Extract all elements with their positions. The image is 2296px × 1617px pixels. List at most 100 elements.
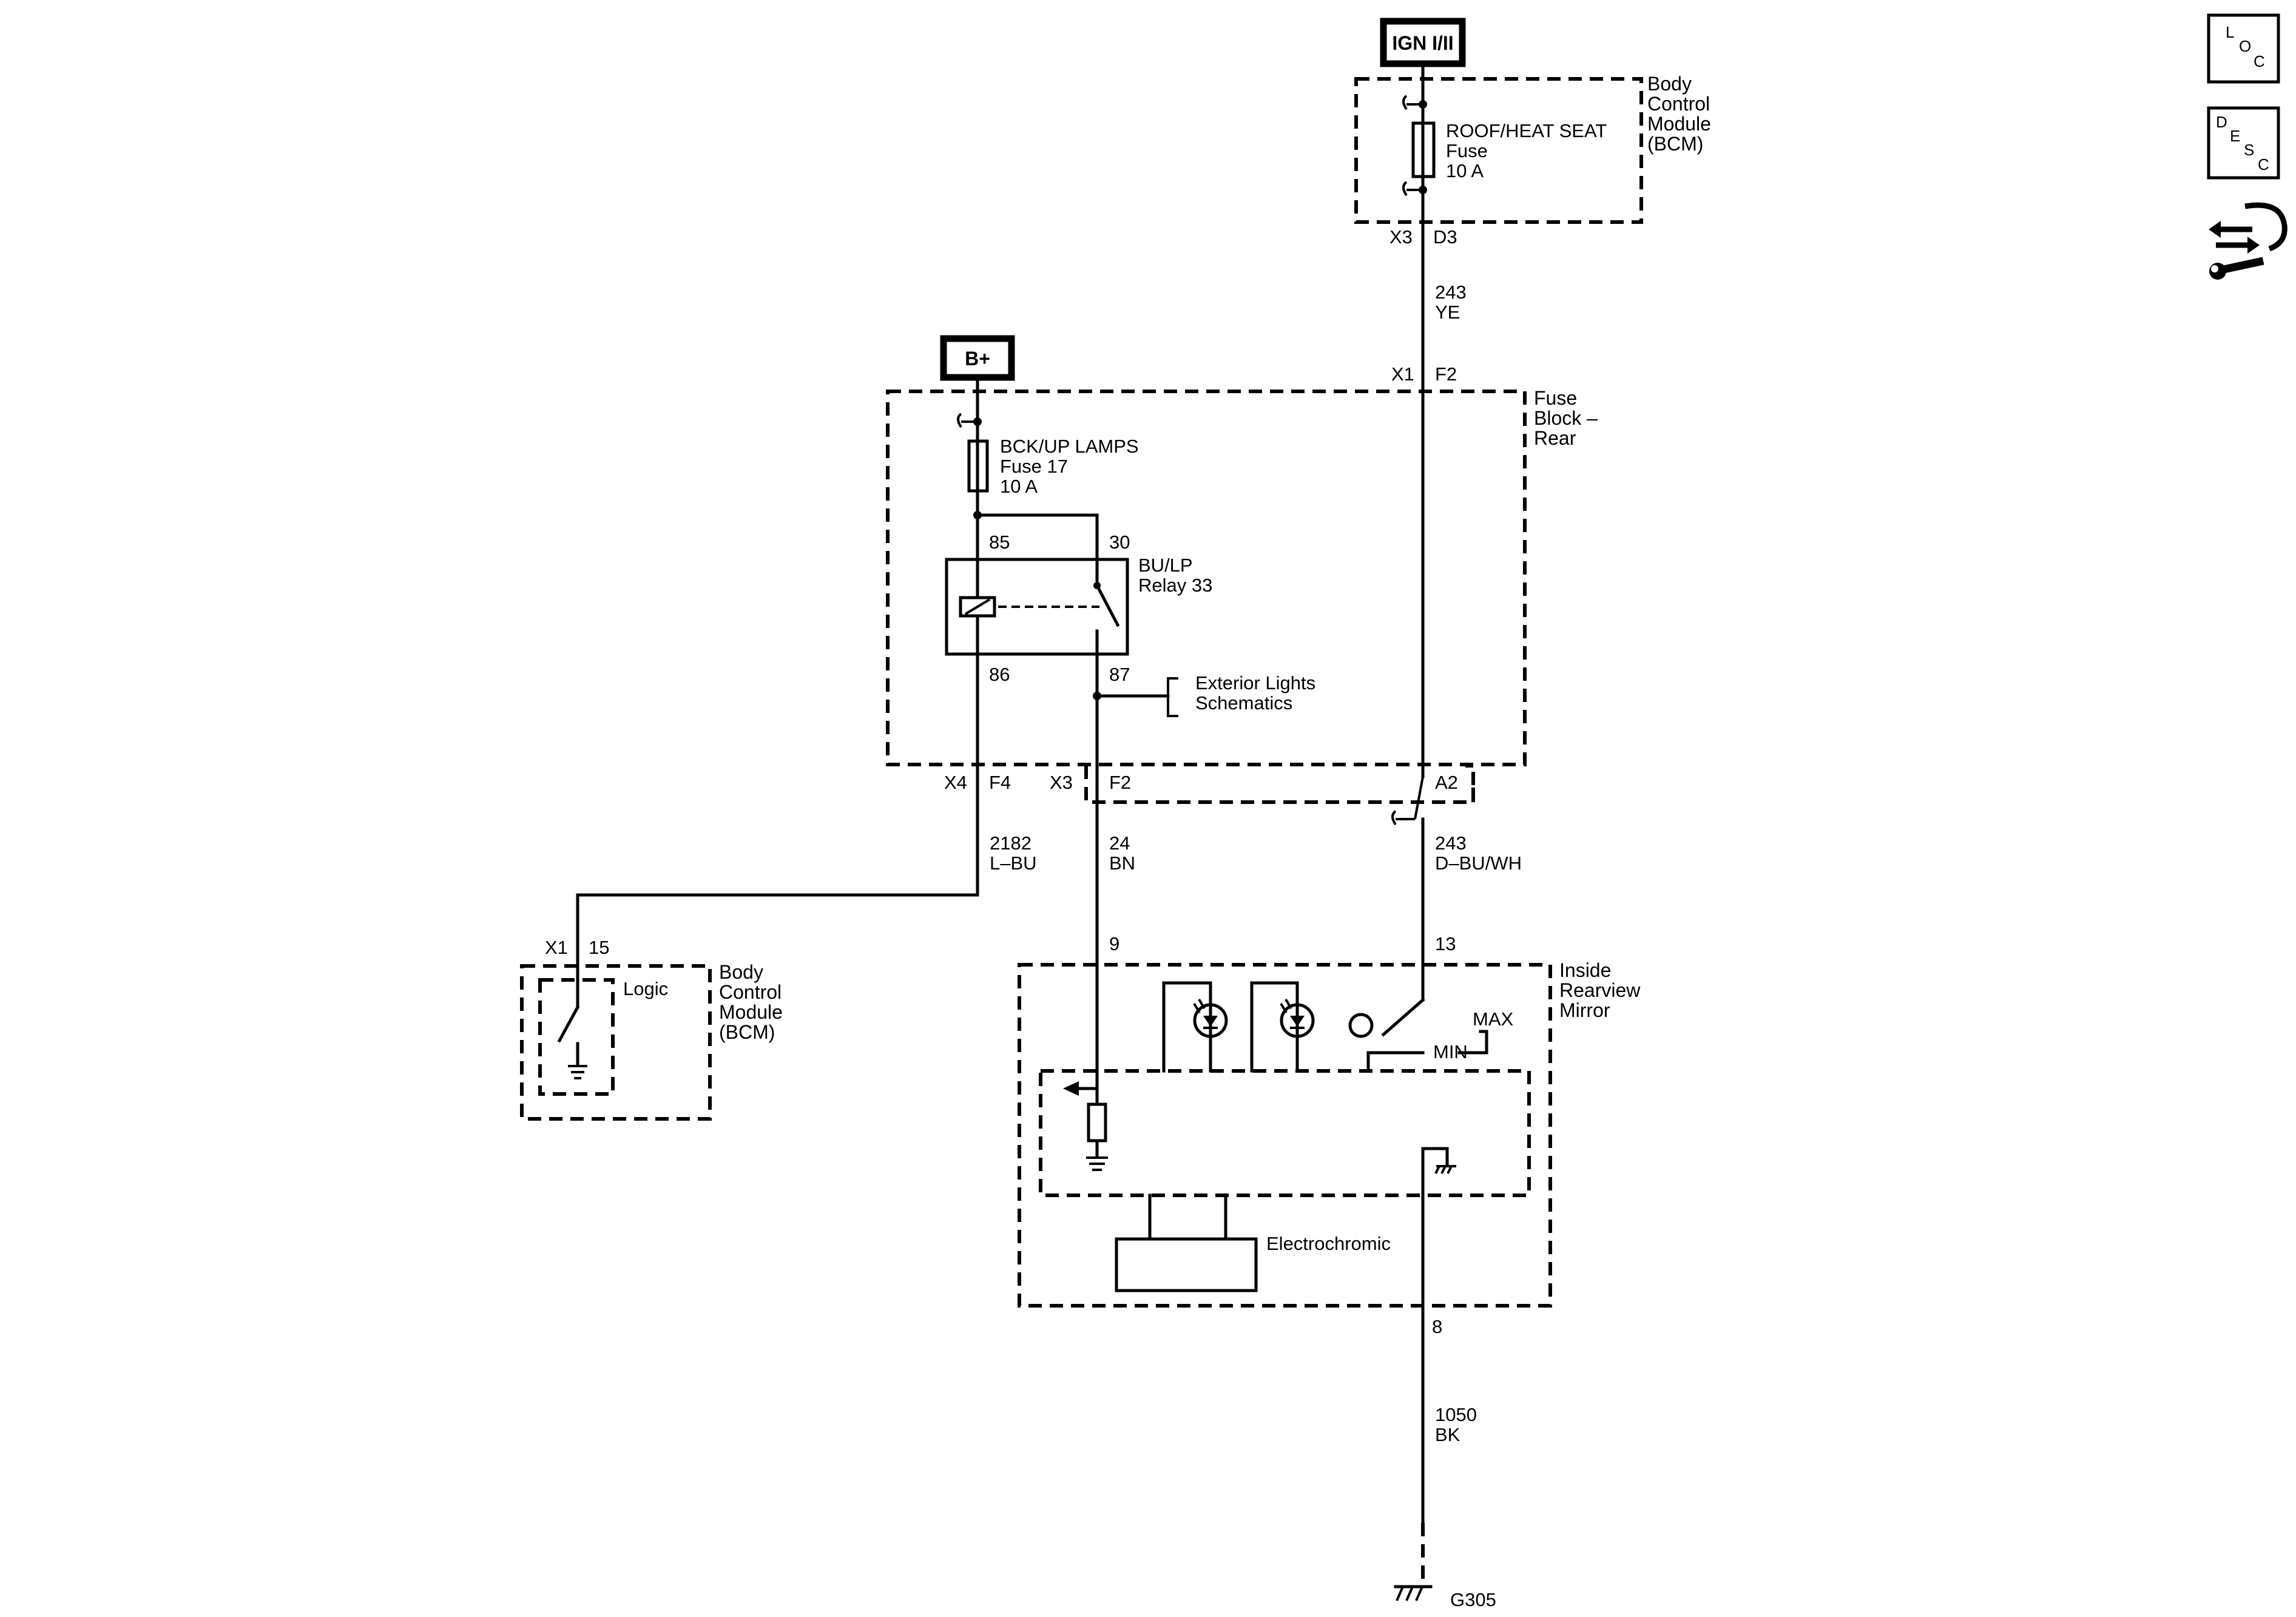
electrochromic-label: Electrochromic <box>1266 1233 1391 1254</box>
bcm-top-boundary <box>1354 77 1643 224</box>
relay-pin-85: 85 <box>989 532 1010 553</box>
chassis-ground-icon <box>1434 1165 1456 1174</box>
wire-243-ye-circuit: 243 <box>1435 282 1467 303</box>
mirror-pin-8: 8 <box>1432 1316 1442 1337</box>
conn-a2: A2 <box>1435 772 1458 793</box>
relay-30-feed <box>976 513 1099 561</box>
relay-pin-86: 86 <box>989 664 1010 685</box>
svg-text:Rear: Rear <box>1534 427 1576 449</box>
wire-2182-color: L–BU <box>990 852 1037 874</box>
glare-sensor-icon <box>1250 981 1315 1073</box>
mirror-title: Inside Rearview Mirror <box>1559 959 1641 1021</box>
wire-1050-circuit: 1050 <box>1435 1404 1477 1425</box>
conn-f4: F4 <box>989 772 1011 793</box>
roof-heat-seat-fuse-label: ROOF/HEAT SEAT Fuse 10 A <box>1446 120 1607 181</box>
relay-pin-30: 30 <box>1109 532 1130 553</box>
bcm-logic-boundary <box>520 964 712 1121</box>
bu-lp-relay <box>945 558 1129 656</box>
mirror-pin-9: 9 <box>1109 933 1119 954</box>
bcm-logic-title: Body Control Module (BCM) <box>719 961 783 1043</box>
svg-text:E: E <box>2230 127 2240 145</box>
svg-text:ROOF/HEAT SEAT: ROOF/HEAT SEAT <box>1446 120 1607 141</box>
wire-243-ye-color: YE <box>1435 302 1460 323</box>
mirror-boundary <box>1018 963 1552 1308</box>
wrench-arrows-icon[interactable] <box>2209 202 2288 280</box>
mirror-resistor <box>1087 1102 1107 1143</box>
bcm-top-title: Body Control Module (BCM) <box>1647 73 1711 155</box>
svg-text:C: C <box>2258 155 2269 174</box>
wire-24-circuit: 24 <box>1109 832 1130 854</box>
mirror-inner-boundary <box>1039 1069 1531 1197</box>
svg-text:Body: Body <box>719 961 763 983</box>
svg-text:L: L <box>2226 23 2234 41</box>
wire-24-color: BN <box>1109 852 1135 874</box>
fuse-block-rear-boundary <box>886 390 1527 766</box>
svg-text:Mirror: Mirror <box>1559 999 1610 1021</box>
arrow-left-icon <box>1063 1081 1079 1096</box>
svg-text:Fuse: Fuse <box>1446 140 1488 161</box>
mirror-pin-13: 13 <box>1435 933 1456 954</box>
bcm-logic-pin: 15 <box>589 937 609 958</box>
ign-power-badge: IGN I/II <box>1380 18 1466 67</box>
ambient-light-sensor-icon <box>1162 981 1228 1073</box>
bcm-top-connector: X3 <box>1389 226 1413 248</box>
ground-g305-label: G305 <box>1450 1589 1496 1610</box>
svg-text:10 A: 10 A <box>1446 160 1484 181</box>
exterior-lights-ref-bracket <box>1167 677 1178 717</box>
connector-symbol <box>1402 95 1423 110</box>
bplus-label: B+ <box>965 348 990 370</box>
svg-text:Fuse: Fuse <box>1534 387 1577 409</box>
svg-text:BCK/UP LAMPS: BCK/UP LAMPS <box>1000 436 1139 457</box>
wire-2182-circuit: 2182 <box>990 832 1032 854</box>
relay-switch-contact <box>1095 583 1120 627</box>
mirror-mode-switch <box>1381 998 1425 1037</box>
bu-lp-relay-label: BU/LP Relay 33 <box>1138 555 1212 596</box>
wire-1050-color: BK <box>1435 1424 1460 1445</box>
logic-label: Logic <box>623 978 668 999</box>
mirror-ground-icon <box>1086 1156 1108 1171</box>
bck-up-lamps-fuse-label: BCK/UP LAMPS Fuse 17 10 A <box>1000 436 1139 497</box>
svg-text:S: S <box>2244 141 2254 159</box>
fuse-block-in-connector: X1 <box>1391 363 1414 385</box>
svg-text:10 A: 10 A <box>1000 476 1038 497</box>
relay-pin-87: 87 <box>1109 664 1130 685</box>
svg-text:Exterior Lights[interactable]: Exterior Lights <box>1195 672 1315 694</box>
svg-text:O: O <box>2239 37 2251 55</box>
svg-text:(BCM): (BCM) <box>719 1021 775 1043</box>
connector-symbol-a2 <box>1391 810 1415 826</box>
conn-x4: X4 <box>944 772 967 793</box>
g305-ground-icon <box>1394 1585 1433 1601</box>
location-button[interactable]: L O C <box>2207 13 2280 84</box>
svg-text:Fuse 17: Fuse 17 <box>1000 456 1068 477</box>
exterior-lights-ref[interactable]: Exterior Lights Schematics <box>1195 672 1315 714</box>
svg-text:C: C <box>2254 52 2265 70</box>
svg-text:Control: Control <box>1647 93 1710 115</box>
svg-text:Control: Control <box>719 981 782 1003</box>
min-label: MIN <box>1433 1041 1468 1062</box>
svg-text:Body: Body <box>1647 73 1692 95</box>
max-label: MAX <box>1473 1008 1514 1030</box>
svg-text:Module: Module <box>1647 113 1711 135</box>
wire-243-dbu-color: D–BU/WH <box>1435 852 1522 874</box>
ign-label: IGN I/II <box>1392 32 1453 54</box>
fuse-block-in-pin: F2 <box>1435 363 1457 385</box>
bcm-top-pin: D3 <box>1433 226 1457 248</box>
svg-text:Module: Module <box>719 1001 783 1023</box>
bcm-logic-connector: X1 <box>545 937 568 958</box>
svg-text:Rearview: Rearview <box>1559 979 1641 1001</box>
fuse-block-rear-title: Fuse Block – Rear <box>1534 387 1598 449</box>
svg-text:BU/LP: BU/LP <box>1138 555 1193 576</box>
logic-inner-boundary <box>538 978 615 1096</box>
electrochromic-element <box>1115 1237 1258 1292</box>
wire-243-dbu-circuit: 243 <box>1435 832 1467 854</box>
svg-text:(BCM): (BCM) <box>1647 133 1703 155</box>
connector-x3-boundary <box>1084 766 1475 804</box>
svg-text:Schematics[interactable]: Schematics <box>1195 692 1292 714</box>
svg-text:Relay 33: Relay 33 <box>1138 575 1212 596</box>
svg-text:Block –: Block – <box>1534 407 1598 429</box>
description-button[interactable]: D E S C <box>2207 106 2280 180</box>
logic-ground-icon <box>568 1065 587 1079</box>
switch-indicator-icon <box>1348 1013 1374 1038</box>
conn-x3: X3 <box>1050 772 1073 793</box>
